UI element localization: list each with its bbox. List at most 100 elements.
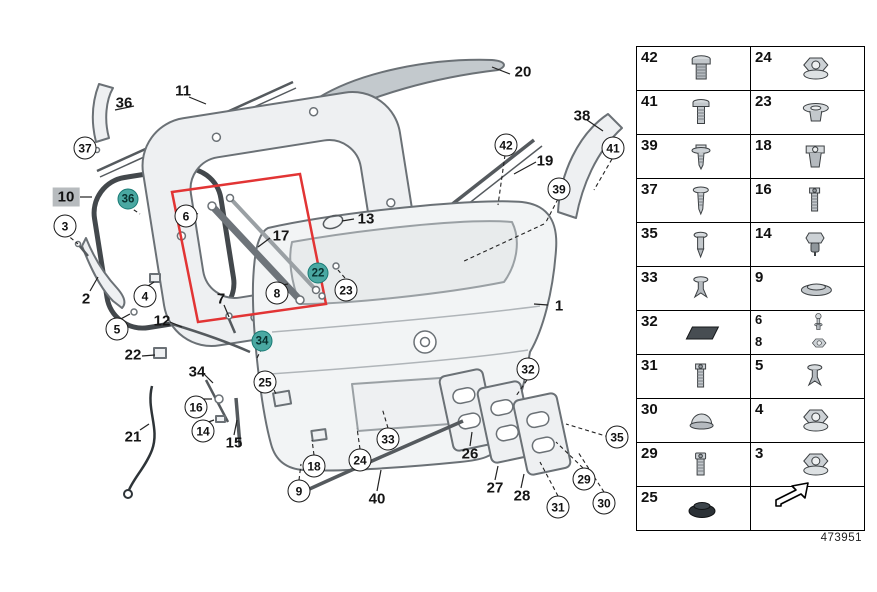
callout-34[interactable]: 34 [188, 363, 206, 381]
part-number: 14 [755, 225, 772, 242]
callout-7[interactable]: 7 [216, 290, 226, 308]
callout-12[interactable]: 12 [153, 312, 171, 330]
callout-29[interactable]: 29 [572, 467, 596, 491]
part-number: 18 [755, 137, 772, 154]
rivet-icon [693, 231, 709, 259]
part-number: 33 [641, 269, 658, 286]
part-number: 3 [755, 445, 764, 462]
callout-40[interactable]: 40 [368, 490, 386, 508]
parts-table-subcell-8[interactable]: 8 [751, 333, 864, 355]
callout-14[interactable]: 14 [191, 419, 215, 443]
callout-9[interactable]: 9 [287, 479, 311, 503]
parts-table-cell-31[interactable]: 31 [637, 355, 751, 399]
callout-33[interactable]: 33 [376, 427, 400, 451]
parts-table-cell-5[interactable]: 5 [751, 355, 865, 399]
callout-22[interactable]: 22 [124, 346, 142, 364]
parts-table-cell-24[interactable]: 24 [751, 47, 865, 91]
callout-42[interactable]: 42 [494, 133, 518, 157]
part-number: 37 [641, 181, 658, 198]
expansion-clip-icon [692, 276, 710, 302]
part-number: 31 [641, 357, 658, 374]
callout-4[interactable]: 4 [133, 284, 157, 308]
parts-table-cell-35[interactable]: 35 [637, 223, 751, 267]
callout-5[interactable]: 5 [105, 317, 129, 341]
expanding-nut-icon [804, 144, 826, 170]
part-number: 35 [641, 225, 658, 242]
callout-36[interactable]: 36 [115, 94, 133, 112]
part-number: 24 [755, 49, 772, 66]
part-number: 4 [755, 401, 764, 418]
hex-bolt-icon [691, 98, 711, 128]
bracket-part [81, 237, 126, 309]
callout-30[interactable]: 30 [592, 491, 616, 515]
callout-25[interactable]: 25 [253, 370, 277, 394]
callout-37[interactable]: 37 [73, 136, 97, 160]
callout-2[interactable]: 2 [81, 290, 91, 308]
part-number: 6 [755, 312, 763, 327]
washer-nut-icon [802, 101, 830, 125]
callout-22-highlight[interactable]: 22 [307, 262, 329, 284]
callout-13[interactable]: 13 [357, 210, 375, 228]
parts-table-cell-32[interactable]: 32 [637, 311, 751, 355]
machine-screw-icon [692, 186, 710, 216]
part-number: 30 [641, 401, 658, 418]
parts-table-cell-37[interactable]: 37 [637, 179, 751, 223]
cable-part [127, 385, 156, 491]
callout-8[interactable]: 8 [265, 281, 289, 305]
part-number: 9 [755, 269, 764, 286]
parts-table-cell-18[interactable]: 18 [751, 135, 865, 179]
callout-32[interactable]: 32 [516, 357, 540, 381]
part-number: 5 [755, 357, 764, 374]
callout-17[interactable]: 17 [272, 227, 290, 245]
parts-table-cell-29[interactable]: 29 [637, 443, 751, 487]
parts-table-subcell-6[interactable]: 6 [751, 311, 864, 333]
callout-6[interactable]: 6 [174, 204, 198, 228]
callout-34-highlight[interactable]: 34 [251, 330, 273, 352]
diagram-number: 473951 [820, 532, 862, 544]
callout-31[interactable]: 31 [546, 495, 570, 519]
callout-28[interactable]: 28 [513, 487, 531, 505]
parts-table-cell-33[interactable]: 33 [637, 267, 751, 311]
callout-36-highlight[interactable]: 36 [117, 188, 139, 210]
torx-screw-icon [693, 362, 709, 392]
parts-table-cell-42[interactable]: 42 [637, 47, 751, 91]
callout-38[interactable]: 38 [573, 107, 591, 125]
parts-table-cell-41[interactable]: 41 [637, 91, 751, 135]
callout-21[interactable]: 21 [124, 428, 142, 446]
callout-19[interactable]: 19 [536, 152, 554, 170]
callout-16[interactable]: 16 [184, 395, 208, 419]
sleeve-nut-icon [690, 54, 712, 84]
callout-3[interactable]: 3 [53, 214, 77, 238]
flange-nut-icon [802, 452, 830, 478]
side-trim-part [91, 83, 114, 143]
callout-1[interactable]: 1 [554, 297, 564, 315]
parts-table-cell-30[interactable]: 30 [637, 399, 751, 443]
callout-39[interactable]: 39 [547, 177, 571, 201]
callout-35[interactable]: 35 [605, 425, 629, 449]
highlight-box [170, 172, 328, 324]
callout-18[interactable]: 18 [302, 454, 326, 478]
parts-table-cell-39[interactable]: 39 [637, 135, 751, 179]
parts-table-cell-3[interactable]: 3 [751, 443, 865, 487]
callout-10[interactable]: 10 [52, 187, 80, 207]
parts-table-cell-23[interactable]: 23 [751, 91, 865, 135]
ball-stud-icon [813, 312, 823, 331]
screw-washer-icon [691, 143, 711, 171]
parts-table-cell-4[interactable]: 4 [751, 399, 865, 443]
callout-23[interactable]: 23 [334, 278, 358, 302]
direction-arrow-icon [772, 479, 812, 509]
parts-table-cell-arrow[interactable] [751, 481, 865, 531]
callout-27[interactable]: 27 [486, 479, 504, 497]
parts-table-cell-9[interactable]: 9 [751, 267, 865, 311]
callout-15[interactable]: 15 [225, 434, 243, 452]
callout-20[interactable]: 20 [514, 63, 532, 81]
parts-table-cell-14[interactable]: 14 [751, 223, 865, 267]
callout-26[interactable]: 26 [461, 445, 479, 463]
callout-24[interactable]: 24 [348, 448, 372, 472]
callout-11[interactable]: 11 [175, 82, 191, 100]
parts-table-cell-16[interactable]: 16 [751, 179, 865, 223]
parts-table-cell-25[interactable]: 25 [637, 487, 751, 531]
callout-41[interactable]: 41 [601, 136, 625, 160]
